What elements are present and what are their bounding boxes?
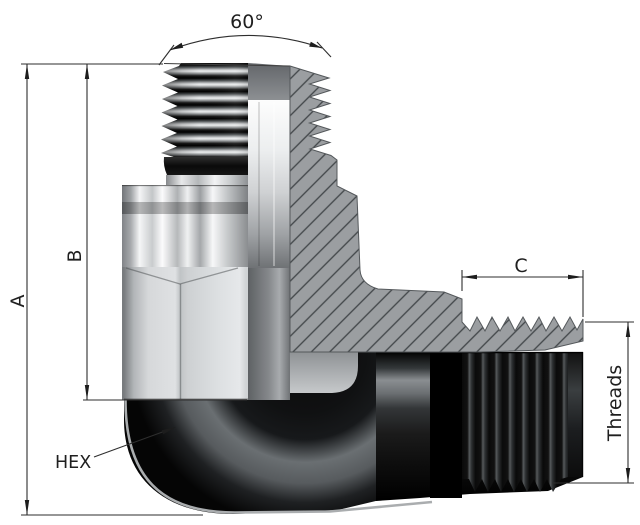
dim-threads-label: Threads <box>604 365 626 442</box>
arrow-a-bottom <box>24 500 30 515</box>
dimension-threads: Threads <box>552 321 634 484</box>
section-hatch <box>289 65 584 353</box>
upper-cylinder-tint <box>122 214 248 267</box>
dim-c-label: C <box>514 255 527 277</box>
bore-inner-corner <box>290 352 358 393</box>
arrow-c-right <box>568 274 583 280</box>
top-shank <box>166 175 248 186</box>
hex-callout: HEX <box>55 427 176 473</box>
hex-front-face <box>122 285 248 400</box>
flank-tick-right <box>316 41 332 58</box>
dimension-a: A <box>7 63 203 516</box>
collar-shadow-overlay <box>122 202 248 214</box>
hex-leader-line <box>93 429 169 458</box>
bore-mouth-chamfer <box>248 63 290 103</box>
bore-section <box>163 62 291 268</box>
top-face-edge <box>163 62 291 67</box>
arrow-angle-right <box>309 41 322 48</box>
arrow-angle-left <box>170 42 184 50</box>
hex-leader-arrow <box>161 427 176 435</box>
angle-label: 60° <box>230 11 264 33</box>
dimension-b: B <box>64 64 247 401</box>
hex-label: HEX <box>55 453 91 473</box>
top-port <box>122 63 248 267</box>
side-port-end-chamfer <box>568 352 583 477</box>
arrow-threads-bottom <box>625 468 631 483</box>
side-port-undercut-groove <box>430 352 462 498</box>
dim-a-label: A <box>7 295 29 308</box>
hex-side-facet <box>248 268 290 400</box>
angle-dimension-60: 60° <box>158 11 332 66</box>
side-port-threads <box>462 352 568 492</box>
arrow-threads-top <box>625 322 631 337</box>
dimension-c: C <box>461 255 584 317</box>
angle-arc <box>169 34 323 51</box>
dim-b-label: B <box>64 249 86 262</box>
collar-ring <box>122 185 248 202</box>
top-port-threads-shading <box>161 63 248 160</box>
arrow-b-top <box>84 64 90 79</box>
elbow-outer-rim <box>124 399 433 514</box>
side-port <box>376 351 584 501</box>
flank-tick-left <box>158 44 175 66</box>
arrow-a-top <box>24 64 30 79</box>
hex-body <box>122 267 290 400</box>
upper-cylinder <box>122 214 248 267</box>
arrow-c-left <box>462 274 477 280</box>
bore-wall <box>248 100 290 268</box>
collar-shadow-ring <box>122 202 248 214</box>
hex-chamfer <box>122 267 248 285</box>
fitting-graphic <box>122 62 584 514</box>
arrow-b-bottom <box>84 385 90 400</box>
thread-runout-groove <box>163 157 248 175</box>
